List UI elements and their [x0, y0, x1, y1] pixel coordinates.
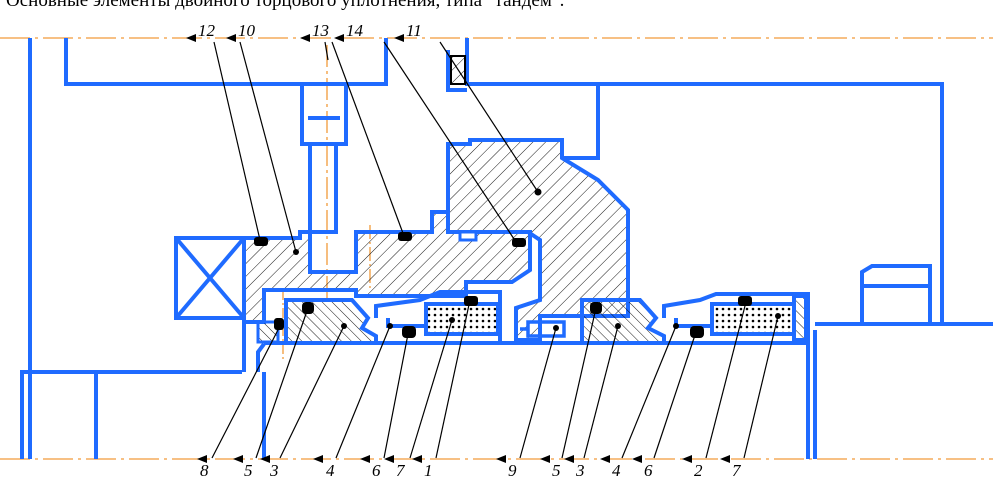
leader-dots: [257, 188, 781, 337]
label-8: 8: [200, 461, 209, 480]
diagram-caption: Основные элементы двойного торцового упл…: [6, 0, 565, 11]
spring-holder-left: [374, 290, 502, 343]
label-3-left: 3: [269, 461, 279, 480]
gland-ring-11: [446, 138, 630, 342]
label-5-right: 5: [552, 461, 561, 480]
label-6-right: 6: [644, 461, 653, 480]
label-14: 14: [346, 21, 364, 40]
label-3-right: 3: [575, 461, 585, 480]
label-4-left: 4: [326, 461, 335, 480]
leader-lines: [211, 41, 779, 459]
seal-ring-3-right: [580, 298, 666, 345]
label-13: 13: [312, 21, 329, 40]
label-11: 11: [406, 21, 422, 40]
label-10: 10: [238, 21, 256, 40]
label-7-left: 7: [396, 461, 406, 480]
label-1: 1: [424, 461, 433, 480]
label-12: 12: [198, 21, 216, 40]
label-5-left: 5: [244, 461, 253, 480]
seal-ring-3-left: [284, 298, 378, 345]
pin-9: [520, 320, 566, 338]
label-arrows: [186, 34, 730, 463]
label-6-left: 6: [372, 461, 381, 480]
label-4-right: 4: [612, 461, 621, 480]
label-2: 2: [694, 461, 703, 480]
top-labels: 12 10 13 14 11: [198, 21, 422, 40]
label-9: 9: [508, 461, 517, 480]
label-7-right: 7: [732, 461, 742, 480]
bottom-labels: 8 5 3 4 6 7 1 9 5 3 4 6 2 7: [200, 461, 742, 480]
ring-8: [256, 320, 280, 344]
spring-holder-right: [662, 292, 810, 343]
